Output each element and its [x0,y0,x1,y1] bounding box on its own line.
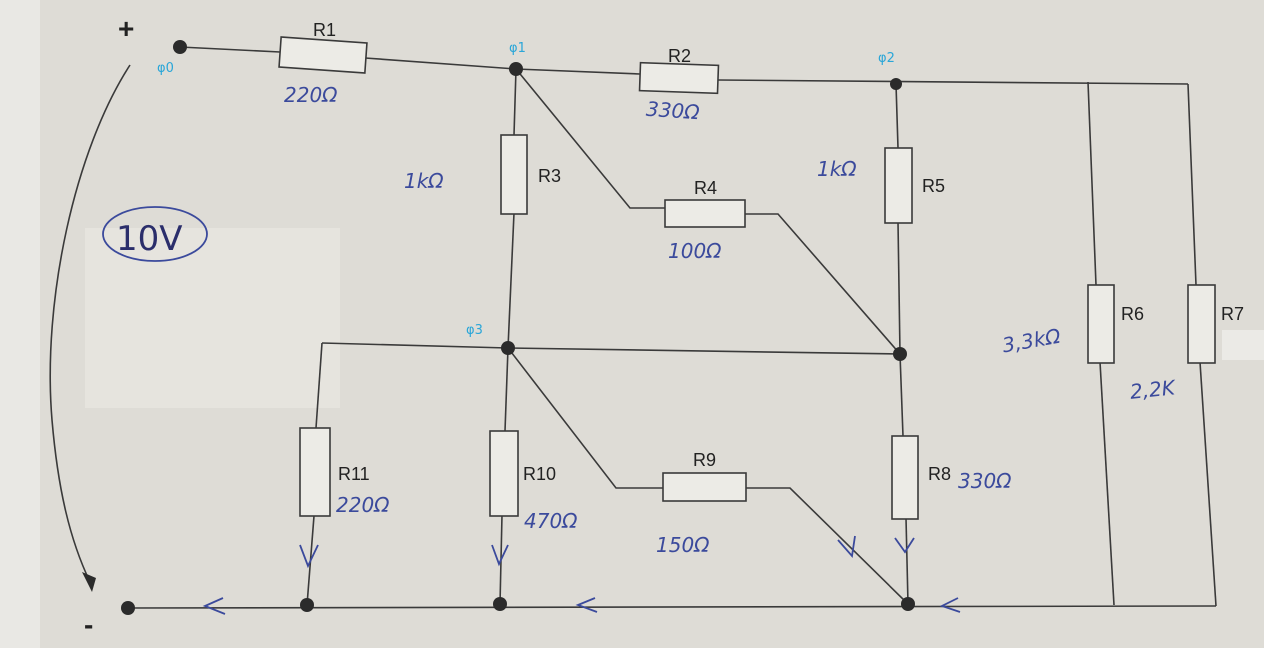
r6-name: R6 [1121,304,1144,324]
voltage-label: 10V [116,219,183,259]
paper-edge [0,0,40,648]
r5-name: R5 [922,176,945,196]
r10-value: 470Ω [524,509,578,533]
r1-name: R1 [313,20,336,40]
terminal-minus [121,601,135,615]
phi0-label: φ0 [157,61,174,76]
r4-body [664,199,746,228]
node-phi1 [509,62,523,76]
voltage-arrow [49,64,131,583]
junction-nodes [121,40,915,615]
phi3-label: φ3 [466,323,483,338]
r7-body [1187,284,1216,364]
r8-value: 330Ω [958,469,1012,493]
r11-body [299,427,331,517]
r3-value: 1kΩ [404,169,444,193]
r8-name: R8 [928,464,951,484]
node-phi3 [501,341,515,355]
r6-body [1087,284,1115,364]
r7-name: R7 [1221,304,1244,324]
r3-name: R3 [538,166,561,186]
r1-value: 220Ω [284,83,338,107]
r5-value: 1kΩ [817,157,857,181]
r9-body [662,472,747,502]
node-right-mid [893,347,907,361]
phi2-label: φ2 [878,51,895,66]
terminal-phi0 [173,40,187,54]
r9-name: R9 [693,450,716,470]
masked-area [85,228,340,408]
r10-body [489,430,519,517]
r10-name: R10 [523,464,556,484]
r11-value: 220Ω [336,493,390,517]
r4-value: 100Ω [668,239,722,263]
r8-body [891,435,919,520]
r2-body [638,61,720,95]
r9-value: 150Ω [656,533,710,557]
r5-body [884,147,913,224]
r2-value: 330Ω [645,97,701,125]
r3-body [500,134,528,215]
node-phi2 [890,78,902,90]
minus-sign: - [84,609,93,640]
plus-sign: + [118,13,134,44]
node-bottom-2 [493,597,507,611]
r11-name: R11 [338,464,370,484]
current-arrows [202,535,961,615]
node-bottom-1 [300,598,314,612]
r1-body [278,36,368,74]
phi1-label: φ1 [509,41,526,56]
node-bottom-3 [901,597,915,611]
r7-value: 2,2K [1129,375,1178,404]
r4-name: R4 [694,178,717,198]
voltage-arrow-head [82,572,96,592]
r2-name: R2 [668,46,691,66]
resistor-bodies [278,36,1216,520]
voltage-circle [102,206,208,262]
masked-area-right [1222,330,1264,360]
